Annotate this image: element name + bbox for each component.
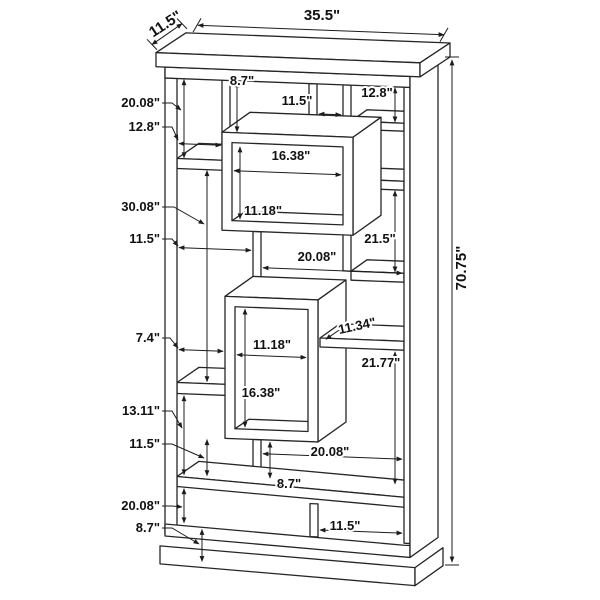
base-plinth <box>159 545 444 587</box>
upper-box-width-label: 16.38" <box>272 148 311 163</box>
left-dim-9-label: 8.7" <box>136 520 160 535</box>
dimension-lines <box>146 18 449 563</box>
left-dim-8-label: 20.08" <box>121 498 160 513</box>
middle-box-width-label: 11.18" <box>253 337 291 352</box>
under-box-gap-label: 8.7" <box>277 476 301 491</box>
left-dim-3-label: 30.08" <box>121 199 160 214</box>
left-dim-7-label: 11.5" <box>129 436 160 451</box>
top-center-gap-label: 11.5" <box>282 93 313 108</box>
top-right-gap-label: 12.8" <box>361 85 392 100</box>
top-left-gap-label: 8.7" <box>230 73 254 88</box>
left-dim-1-label: 20.08" <box>121 95 160 110</box>
middle-box-height-label: 16.38" <box>242 385 281 400</box>
upper-cube-shelf <box>221 111 382 236</box>
width-dimension-label: 35.5" <box>304 7 340 24</box>
depth-dimension-label: 11.5" <box>146 7 185 41</box>
carcass-frame <box>164 55 439 559</box>
height-dimension <box>445 56 459 566</box>
top-slab <box>155 32 451 78</box>
right-upper-gap-label: 21.5" <box>364 231 395 246</box>
middle-cube-shelf <box>224 275 347 443</box>
right-lower-gap-label: 21.77" <box>362 355 401 370</box>
left-dim-5-label: 7.4" <box>136 330 160 345</box>
left-dim-2-label: 12.8" <box>129 119 160 134</box>
mid-upper-span-label: 20.08" <box>298 249 337 264</box>
height-dimension-label: 70.75" <box>453 246 470 291</box>
bottom-right-cubby-label: 11.5" <box>330 518 361 533</box>
upper-box-height-label: 11.18" <box>244 203 282 218</box>
mid-lower-span-label: 20.08" <box>311 444 350 459</box>
leader-lines <box>162 102 205 545</box>
left-dim-4-label: 11.5" <box>129 231 160 246</box>
left-dim-6-label: 13.11" <box>122 403 160 418</box>
